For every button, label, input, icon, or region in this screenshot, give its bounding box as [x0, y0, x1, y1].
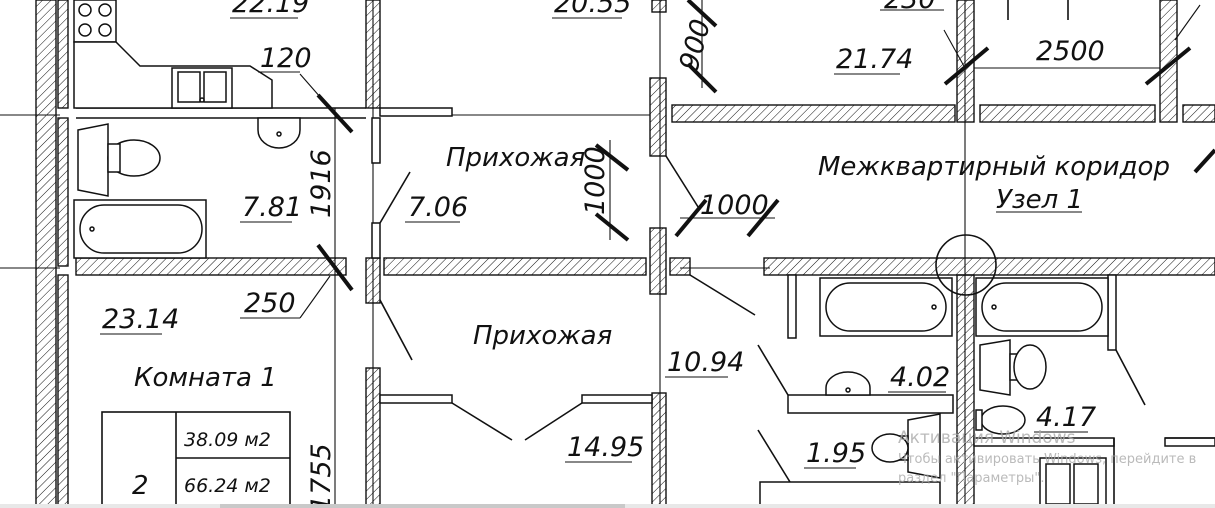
node-label: Узел 1: [996, 185, 1083, 215]
area-label: 7.81: [242, 192, 302, 223]
area-label: 20.55: [554, 0, 631, 19]
area-label: 1.95: [806, 438, 866, 469]
dimension-lines: [299, 0, 1215, 508]
room-label-hallway-top: Прихожая: [446, 143, 585, 173]
toilet-icon: [979, 339, 1047, 396]
dimension-label: 1916: [306, 149, 337, 218]
dimension-label: 1000: [700, 190, 769, 221]
dimension-label: 120: [260, 43, 312, 74]
area-label: 7.06: [408, 192, 468, 223]
dimension-label: 2500: [1036, 36, 1105, 67]
dimension-label: 900: [674, 16, 717, 74]
dimension-label: 250: [244, 288, 296, 319]
label-underlines: [100, 9, 1088, 469]
washbasin-icon: [257, 117, 301, 149]
area-label: 21.74: [836, 44, 913, 75]
sink-icon: [1039, 457, 1107, 508]
sink-icon: [171, 67, 233, 109]
area-label: 10.94: [667, 347, 744, 378]
watermark-line: Чтобы активировать Windows, перейдите в: [898, 452, 1196, 467]
toilet-icon: [975, 405, 1026, 435]
area-label: 14.95: [567, 432, 644, 463]
toilet-icon: [77, 123, 161, 197]
dimension-label: 230: [884, 0, 936, 15]
windows-activation-watermark: Активация Windows Чтобы активировать Win…: [898, 428, 1196, 486]
room-label-hallway-bottom: Прихожая: [473, 321, 612, 351]
scrollbar-thumb[interactable]: [220, 504, 625, 508]
node-circle: [935, 234, 997, 296]
walls: [35, 0, 1215, 508]
watermark-title: Активация Windows: [898, 428, 1076, 448]
area-label: 22.19: [232, 0, 309, 19]
room-label-room1: Комната 1: [134, 363, 277, 393]
table-total-area: 66.24 м2: [184, 475, 271, 497]
room-label-corridor: Межквартирный коридор: [818, 152, 1170, 182]
explication-table: 2 38.09 м2 66.24 м2: [101, 411, 291, 508]
table-rooms-count: 2: [132, 471, 149, 501]
toilet-icon: [871, 413, 941, 479]
watermark-line: раздел "Параметры".: [898, 471, 1045, 486]
bathtub-icon: [975, 277, 1109, 337]
bathtub-icon: [73, 199, 207, 259]
dimension-label: 1000: [580, 146, 611, 215]
dimension-label: 1755: [306, 443, 337, 508]
area-label: 4.02: [890, 362, 950, 393]
partitions: [76, 0, 1215, 508]
area-label: 23.14: [102, 304, 179, 335]
table-living-area: 38.09 м2: [184, 429, 271, 451]
stove-icon: [73, 0, 117, 43]
washbasin-icon: [825, 371, 871, 396]
area-label: 4.17: [1036, 402, 1096, 433]
kitchen-counter: [759, 481, 941, 508]
bathtub-icon: [819, 277, 953, 337]
fixtures: [73, 0, 1109, 508]
